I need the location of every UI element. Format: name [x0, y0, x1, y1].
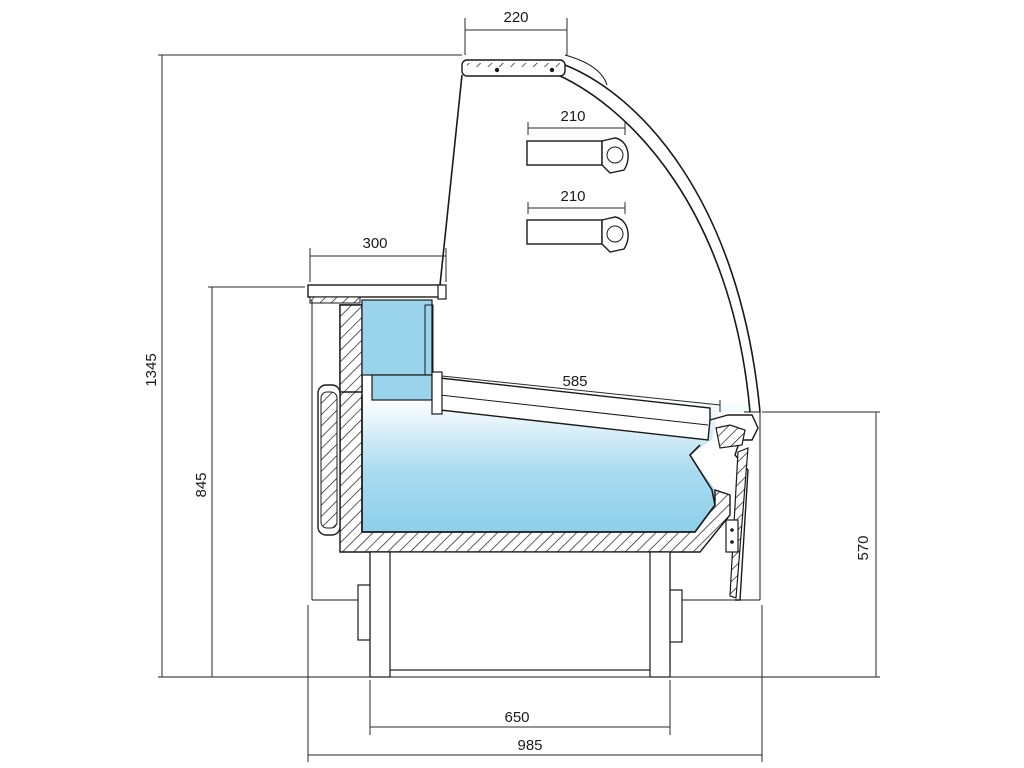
dim-210-lower: 210 [527, 188, 626, 214]
rear-support-block [361, 299, 433, 376]
rear-door-inner [320, 391, 338, 529]
dim-label-650: 650 [504, 709, 529, 726]
lower-shelf [526, 219, 603, 245]
front-hinge [725, 519, 739, 553]
upper-shelf-bracket [601, 137, 629, 174]
upper-shelf [526, 140, 603, 166]
work-top [307, 284, 443, 298]
dim-570: 570 [762, 411, 880, 677]
lower-shelf-lamp [606, 225, 624, 243]
dim-label-220: 220 [503, 9, 528, 26]
dim-label-570: 570 [855, 535, 872, 560]
canopy-screw-right [549, 67, 555, 73]
lower-shelf-bracket [601, 216, 629, 253]
front-hinge-screw-1 [730, 528, 734, 532]
rear-insulation-upper [339, 304, 363, 393]
right-leg [649, 551, 671, 678]
dim-1345: 1345 [143, 54, 462, 677]
rear-glass-line [439, 74, 463, 286]
right-leg-foot [669, 589, 683, 643]
dim-label-845: 845 [193, 472, 210, 497]
dim-985: 985 [307, 605, 763, 762]
inner-tub-outline [361, 395, 716, 533]
dim-300: 300 [309, 235, 447, 282]
front-bracket [715, 424, 746, 449]
front-glass-inner [557, 74, 751, 413]
dim-220: 220 [464, 9, 568, 55]
canopy-screw-left [494, 67, 500, 73]
dim-650: 650 [369, 680, 671, 735]
rear-block-lower [371, 374, 433, 401]
base-frame [369, 551, 671, 671]
front-glass-arc [564, 54, 608, 86]
dim-845: 845 [193, 286, 305, 677]
left-leg [369, 551, 391, 678]
upper-shelf-lamp [606, 146, 624, 164]
dim-label-985: 985 [517, 737, 542, 754]
top-canopy [461, 59, 566, 77]
front-hinge-screw-2 [730, 540, 734, 544]
dim-label-1345: 1345 [143, 353, 160, 386]
deck-rear-stop [431, 371, 443, 415]
front-glass-outer [564, 64, 761, 413]
left-leg-foot [357, 584, 371, 641]
dim-label-210-lower: 210 [560, 188, 585, 205]
display-deck-line [439, 394, 709, 426]
dim-label-585: 585 [562, 373, 587, 390]
dim-210-upper: 210 [527, 108, 626, 135]
dim-label-210-upper: 210 [560, 108, 585, 125]
work-top-edge [309, 296, 361, 304]
top-canopy-hatch [467, 63, 560, 67]
front-frame [709, 414, 759, 601]
dim-585: 585 [441, 373, 721, 412]
work-top-clip [437, 284, 447, 300]
dim-label-300: 300 [362, 235, 387, 252]
